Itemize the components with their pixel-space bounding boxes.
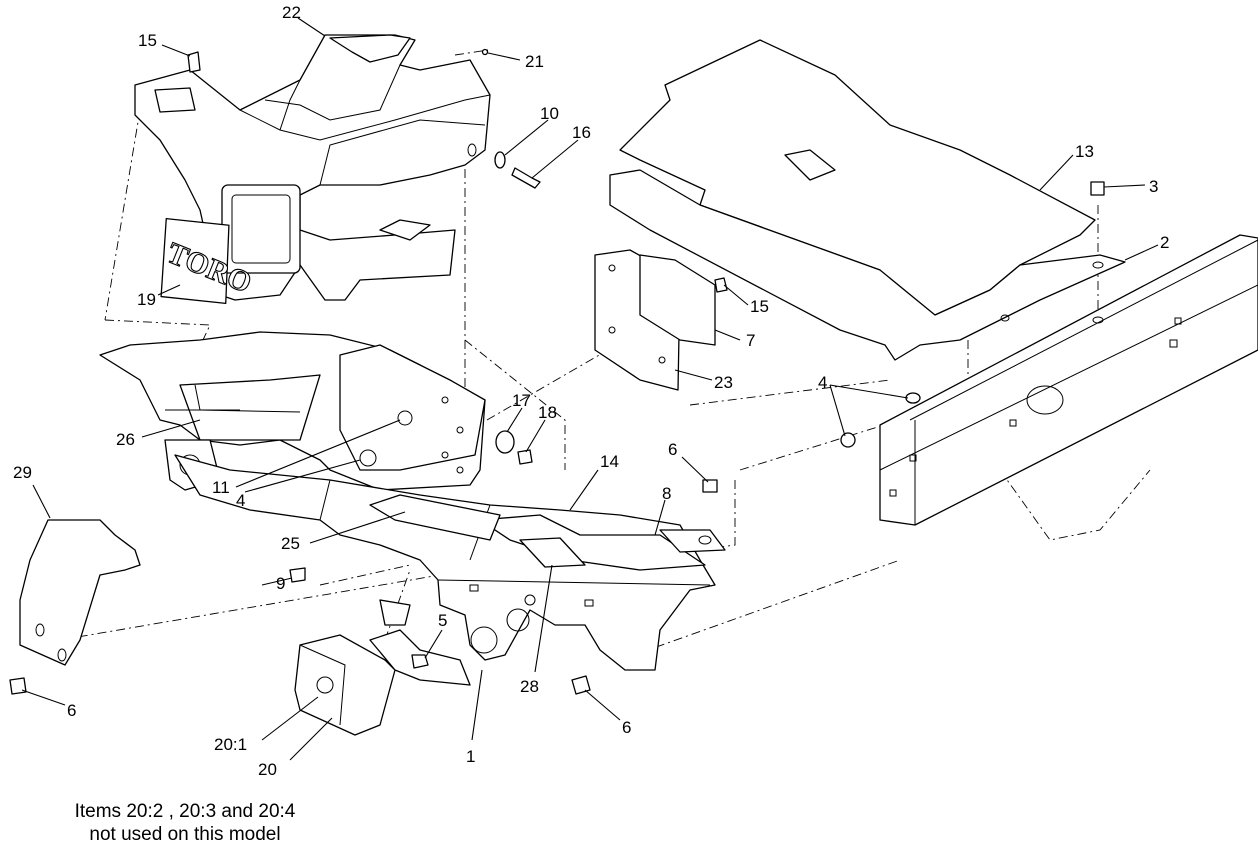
callout-10: 10 <box>540 104 559 123</box>
callout-2: 2 <box>1160 233 1169 252</box>
callout-23: 23 <box>714 373 733 392</box>
callout-4-right: 4 <box>818 373 827 392</box>
callout-6-upper: 6 <box>668 440 677 459</box>
callout-22: 22 <box>282 3 301 22</box>
callout-15-top: 15 <box>138 31 157 50</box>
callout-6-left: 6 <box>67 701 76 720</box>
callout-16: 16 <box>572 123 591 142</box>
footnote-line-1: Items 20:2 , 20:3 and 20:4 <box>74 801 296 822</box>
callout-14: 14 <box>600 452 619 471</box>
washer-10 <box>494 151 506 169</box>
part-7-plate <box>639 254 716 346</box>
callout-20: 20 <box>258 760 277 779</box>
callout-19: 19 <box>137 290 156 309</box>
callout-3: 3 <box>1149 177 1158 196</box>
rivet-9 <box>289 567 306 583</box>
callout-28: 28 <box>520 677 539 696</box>
footnote-line-2: not used on this model <box>89 824 281 845</box>
part-2-support-plate <box>609 169 1126 361</box>
screw-15-right <box>714 277 728 293</box>
callout-26: 26 <box>116 430 135 449</box>
part-19-logo-plate: TORO <box>160 218 257 304</box>
bolt-15-top <box>187 51 201 73</box>
callout-15-right: 15 <box>750 297 769 316</box>
callout-1: 1 <box>466 747 475 766</box>
callout-29: 29 <box>13 463 32 482</box>
callout-18: 18 <box>538 403 557 422</box>
nut-18 <box>517 449 533 465</box>
nut-4-upper <box>905 392 921 404</box>
nut-4-lower <box>840 432 856 448</box>
callout-7: 7 <box>746 331 755 350</box>
screw-16 <box>511 167 541 189</box>
washer-17 <box>495 430 515 454</box>
callout-11: 11 <box>212 478 230 497</box>
part-14-front-frame <box>174 454 716 671</box>
bolt-6-left <box>9 677 27 695</box>
callout-13: 13 <box>1075 142 1094 161</box>
callout-20-1: 20:1 <box>214 735 247 754</box>
footnote: Items 20:2 , 20:3 and 20:4 not used on t… <box>40 800 330 846</box>
nut-5 <box>411 654 429 669</box>
part-25-strip <box>369 494 501 541</box>
callout-4-left: 4 <box>236 491 245 510</box>
bolt-6-upper <box>702 479 718 493</box>
callout-17: 17 <box>512 391 531 410</box>
leader-lines <box>21 17 1159 761</box>
callout-labels: 22 15 21 10 16 13 3 2 19 15 7 23 4 17 18… <box>13 3 1169 779</box>
part-29-side-shield <box>19 519 141 666</box>
part-26-mount-bracket <box>99 331 486 491</box>
frame-rail <box>879 234 1258 526</box>
fasteners <box>9 48 1105 695</box>
callout-5: 5 <box>438 611 447 630</box>
bolt-3 <box>1090 181 1105 196</box>
part-8-plate <box>479 514 726 571</box>
callout-21: 21 <box>525 52 544 71</box>
callout-9: 9 <box>276 574 285 593</box>
callout-25: 25 <box>281 534 300 553</box>
screw-21 <box>481 48 489 56</box>
bolt-6-right <box>571 675 591 695</box>
callout-8: 8 <box>662 484 671 503</box>
callout-6-right: 6 <box>622 718 631 737</box>
